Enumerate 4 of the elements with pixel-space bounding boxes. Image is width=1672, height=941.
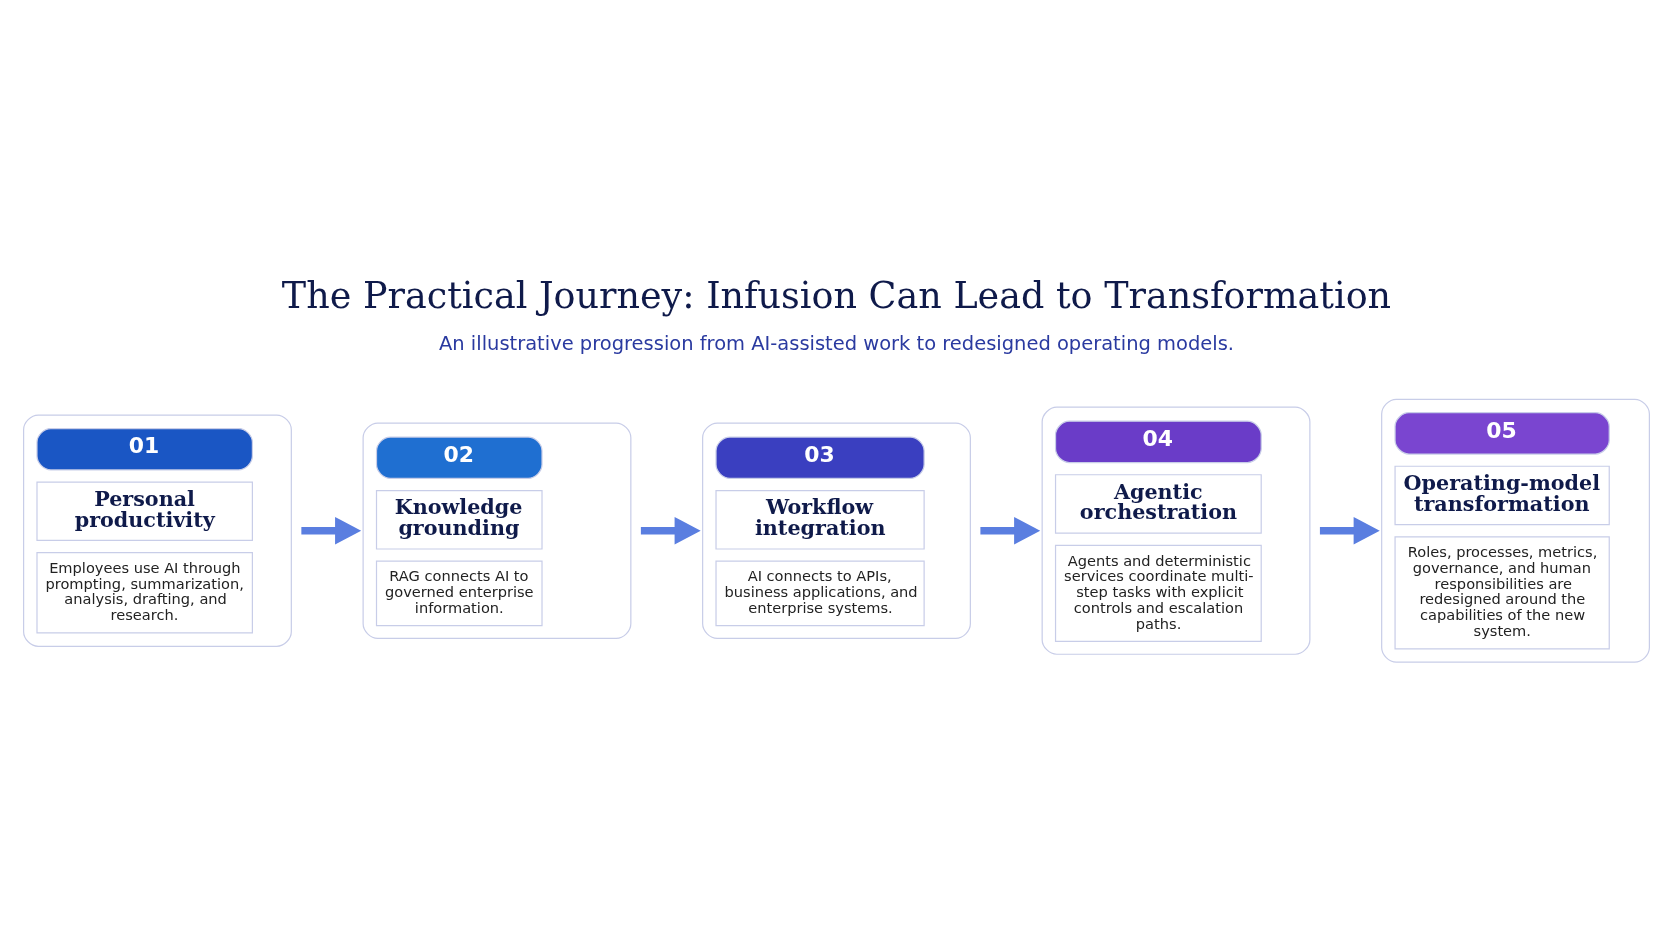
arrow [979, 517, 1040, 545]
label: An illustrative progression from AI-assisted work to redesigned operating models. [438, 332, 1234, 356]
diagram-title: The Practical Journey: Infusion Can Lead to Transformation [281, 274, 1391, 318]
arrow [300, 517, 361, 545]
